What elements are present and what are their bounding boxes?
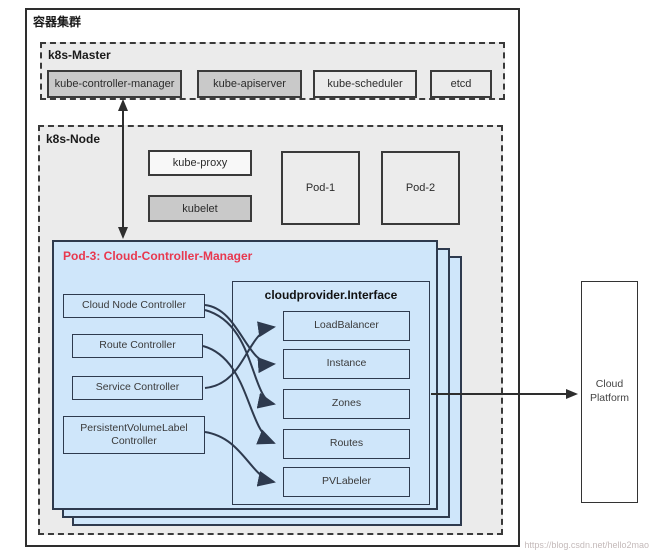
pod-1-box: Pod-1 — [281, 151, 360, 225]
watermark-url: https://blog.csdn.net/hello2mao — [524, 540, 649, 550]
pod-3-title: Pod-3: Cloud-Controller-Manager — [63, 249, 253, 263]
persistent-volume-label-controller-box: PersistentVolumeLabel Controller — [63, 416, 205, 454]
route-controller-box: Route Controller — [72, 334, 203, 358]
kubelet-box: kubelet — [148, 195, 252, 222]
pvlabeler-box: PVLabeler — [283, 467, 410, 497]
kube-proxy-box: kube-proxy — [148, 150, 252, 176]
zones-box: Zones — [283, 389, 410, 419]
etcd-box: etcd — [430, 70, 492, 98]
k8s-master-label: k8s-Master — [48, 48, 111, 62]
loadbalancer-box: LoadBalancer — [283, 311, 410, 341]
pod-2-box: Pod-2 — [381, 151, 460, 225]
cloud-node-controller-box: Cloud Node Controller — [63, 294, 205, 318]
cloud-platform-box: Cloud Platform — [581, 281, 638, 503]
cloudprovider-interface-title: cloudprovider.Interface — [264, 288, 398, 302]
kube-apiserver-box: kube-apiserver — [197, 70, 302, 98]
instance-box: Instance — [283, 349, 410, 379]
routes-box: Routes — [283, 429, 410, 459]
k8s-node-label: k8s-Node — [46, 132, 101, 146]
kube-scheduler-box: kube-scheduler — [313, 70, 417, 98]
service-controller-box: Service Controller — [72, 376, 203, 400]
cluster-title: 容器集群 — [33, 15, 82, 29]
kube-controller-manager-box: kube-controller-manager — [47, 70, 182, 98]
